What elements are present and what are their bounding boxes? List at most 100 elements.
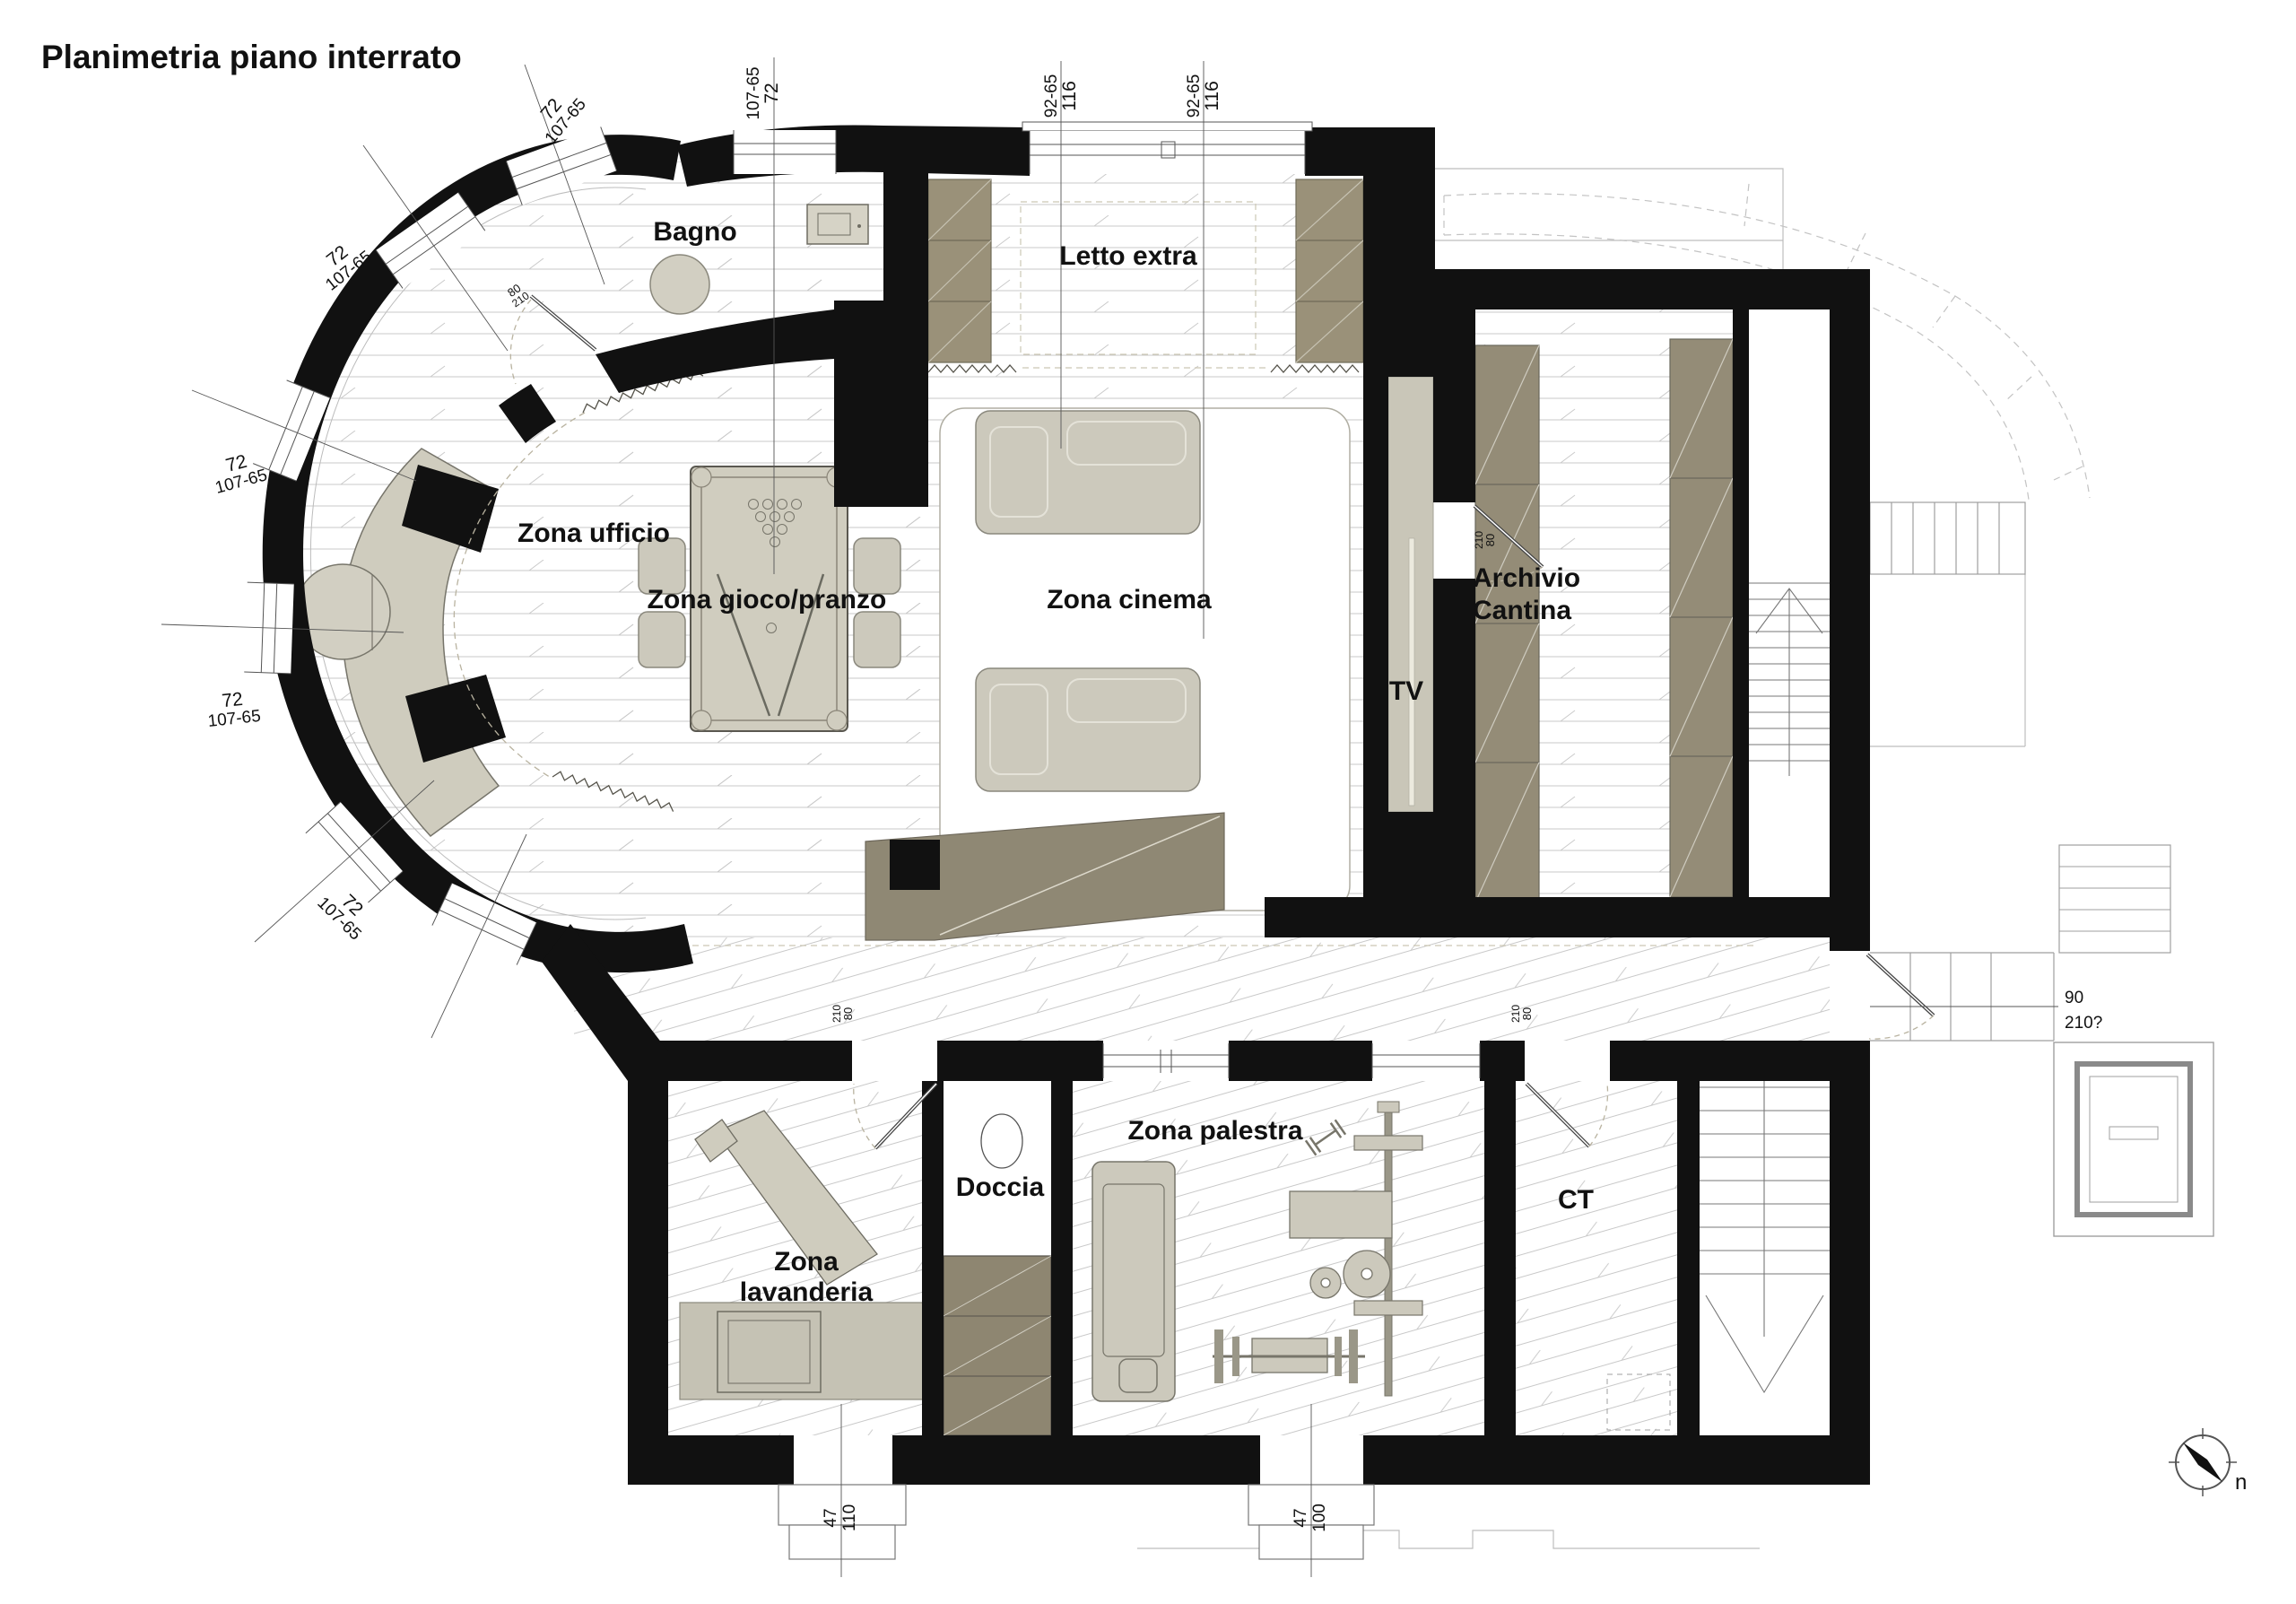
dim-sub: 210 (831, 1005, 843, 1023)
dim-value: 116 (1202, 81, 1222, 110)
dim-value: 72 (761, 83, 782, 103)
dim-sub: 107-65 (207, 707, 262, 731)
ct-equipment-dashed (1606, 1373, 1671, 1431)
shower-stall (943, 1113, 1052, 1436)
dim-sub: 210 (1473, 531, 1485, 549)
dim-sub: 107-65 (744, 66, 763, 119)
dim-sub: 47 (1292, 1508, 1310, 1527)
billiard-cues (716, 573, 825, 717)
room-label-zona-palestra: Zona palestra (1127, 1116, 1302, 1146)
dim-window-72: 72 107-65 (207, 689, 262, 731)
room-label-archivio: Archivio (1473, 563, 1580, 593)
dim-value: 116 (1059, 81, 1080, 110)
door-bagno (509, 294, 597, 385)
wardrobe-left (927, 179, 992, 363)
room-labels: Bagno Letto extra Zona ufficio Zona gioc… (517, 217, 1594, 1307)
dim-door-80: 210 80 (831, 1005, 855, 1023)
billiard-table (638, 466, 901, 732)
doors (509, 294, 1935, 1150)
room-label-letto-extra: Letto extra (1059, 241, 1197, 271)
room-label-zona-cinema: Zona cinema (1047, 585, 1212, 615)
dining-chairs (638, 537, 901, 668)
compass: n (2169, 1428, 2247, 1496)
dim-value: 90 (2065, 989, 2083, 1007)
dim-door-80: 210 80 (1473, 531, 1497, 549)
room-label-cantina: Cantina (1473, 596, 1571, 625)
office-desk (294, 448, 506, 838)
dim-value: 110 (840, 1504, 859, 1531)
dumbbell (1304, 1119, 1347, 1156)
room-label-ct: CT (1558, 1185, 1594, 1215)
ironing-board (694, 1110, 878, 1286)
glass-partition-dashed (453, 412, 586, 780)
room-label-doccia: Doccia (956, 1172, 1045, 1202)
door-lavanderia (853, 1082, 938, 1150)
barbell-bench (1213, 1329, 1365, 1383)
dim-sub: 210? (2065, 1014, 2102, 1033)
stair-south-east (1700, 1081, 1830, 1394)
cable-machine (1289, 1101, 1423, 1397)
laundry-counter (679, 1302, 941, 1400)
gym-interior-window (1371, 1043, 1481, 1078)
wall-boiler-panel (806, 204, 869, 245)
dim-sub: 47 (822, 1508, 840, 1527)
room-label-zona-gioco: Zona gioco/pranzo (648, 585, 887, 615)
bedroom-top-window (1022, 121, 1313, 174)
site-outline-lines (1137, 168, 2026, 1549)
door-exit-east (1866, 953, 1935, 1040)
recliner (975, 410, 1201, 535)
archive-shelving-left (1474, 344, 1540, 903)
room-label-tv: TV (1389, 676, 1423, 706)
washing-machine (717, 1311, 822, 1393)
gym-bench (1289, 1190, 1393, 1239)
exterior-stair-east (1869, 501, 2026, 575)
cinema-zone (939, 407, 1351, 911)
room-label-zona-lavanderia-1: Zona (774, 1247, 839, 1277)
room-label-zona-lavanderia-2: lavanderia (740, 1277, 874, 1307)
gym-interior-window (1102, 1043, 1230, 1078)
window-wells (778, 1484, 1375, 1560)
billiard-balls (748, 499, 802, 633)
dim-value: 80 (1483, 534, 1497, 546)
windows (244, 121, 1481, 1560)
dim-window-116: 92-65 116 (1042, 74, 1080, 118)
dim-value: 80 (1520, 1007, 1534, 1020)
exterior-landing-and-lift (1870, 844, 2214, 1237)
dim-sub: 92-65 (1185, 74, 1204, 118)
bath-top-window (733, 130, 837, 174)
archive-shelving-right (1669, 338, 1734, 898)
dim-sub: 92-65 (1042, 74, 1061, 118)
tv-screen-wall (1387, 376, 1434, 813)
compass-needle-icon (2183, 1443, 2222, 1482)
dim-well-110: 47 110 (822, 1504, 859, 1531)
page-title: Planimetria piano interrato (41, 39, 462, 75)
weight-plates (1309, 1250, 1391, 1299)
room-label-bagno: Bagno (653, 217, 736, 247)
dimension-lines (161, 57, 2058, 1577)
compass-north-label: n (2235, 1470, 2247, 1495)
dim-value: 100 (1310, 1504, 1329, 1532)
lift-platform (2053, 1042, 2214, 1237)
dim-exit-90: 90 210? (2065, 989, 2102, 1033)
dim-value: 72 (221, 689, 244, 711)
curtain-zigzags (552, 364, 1753, 946)
recliner (975, 667, 1201, 792)
furniture (294, 179, 1734, 1436)
office-chair (405, 675, 506, 763)
dim-door-80: 210 80 (1509, 1005, 1534, 1023)
bathroom-basin (649, 254, 710, 315)
dim-window-72: 107-65 72 (744, 66, 782, 119)
stair-north-east (1749, 582, 1830, 776)
dim-value: 80 (505, 281, 523, 300)
door-archivio (1473, 504, 1544, 582)
treadmill (1091, 1161, 1176, 1402)
dim-window-116: 92-65 116 (1185, 74, 1222, 118)
dim-value: 80 (841, 1007, 855, 1020)
walls (262, 125, 1870, 1485)
dim-sub: 210 (1509, 1005, 1522, 1023)
door-ct (1525, 1082, 1609, 1148)
wardrobe-right (1295, 179, 1364, 363)
dim-well-100: 47 100 (1292, 1504, 1329, 1532)
